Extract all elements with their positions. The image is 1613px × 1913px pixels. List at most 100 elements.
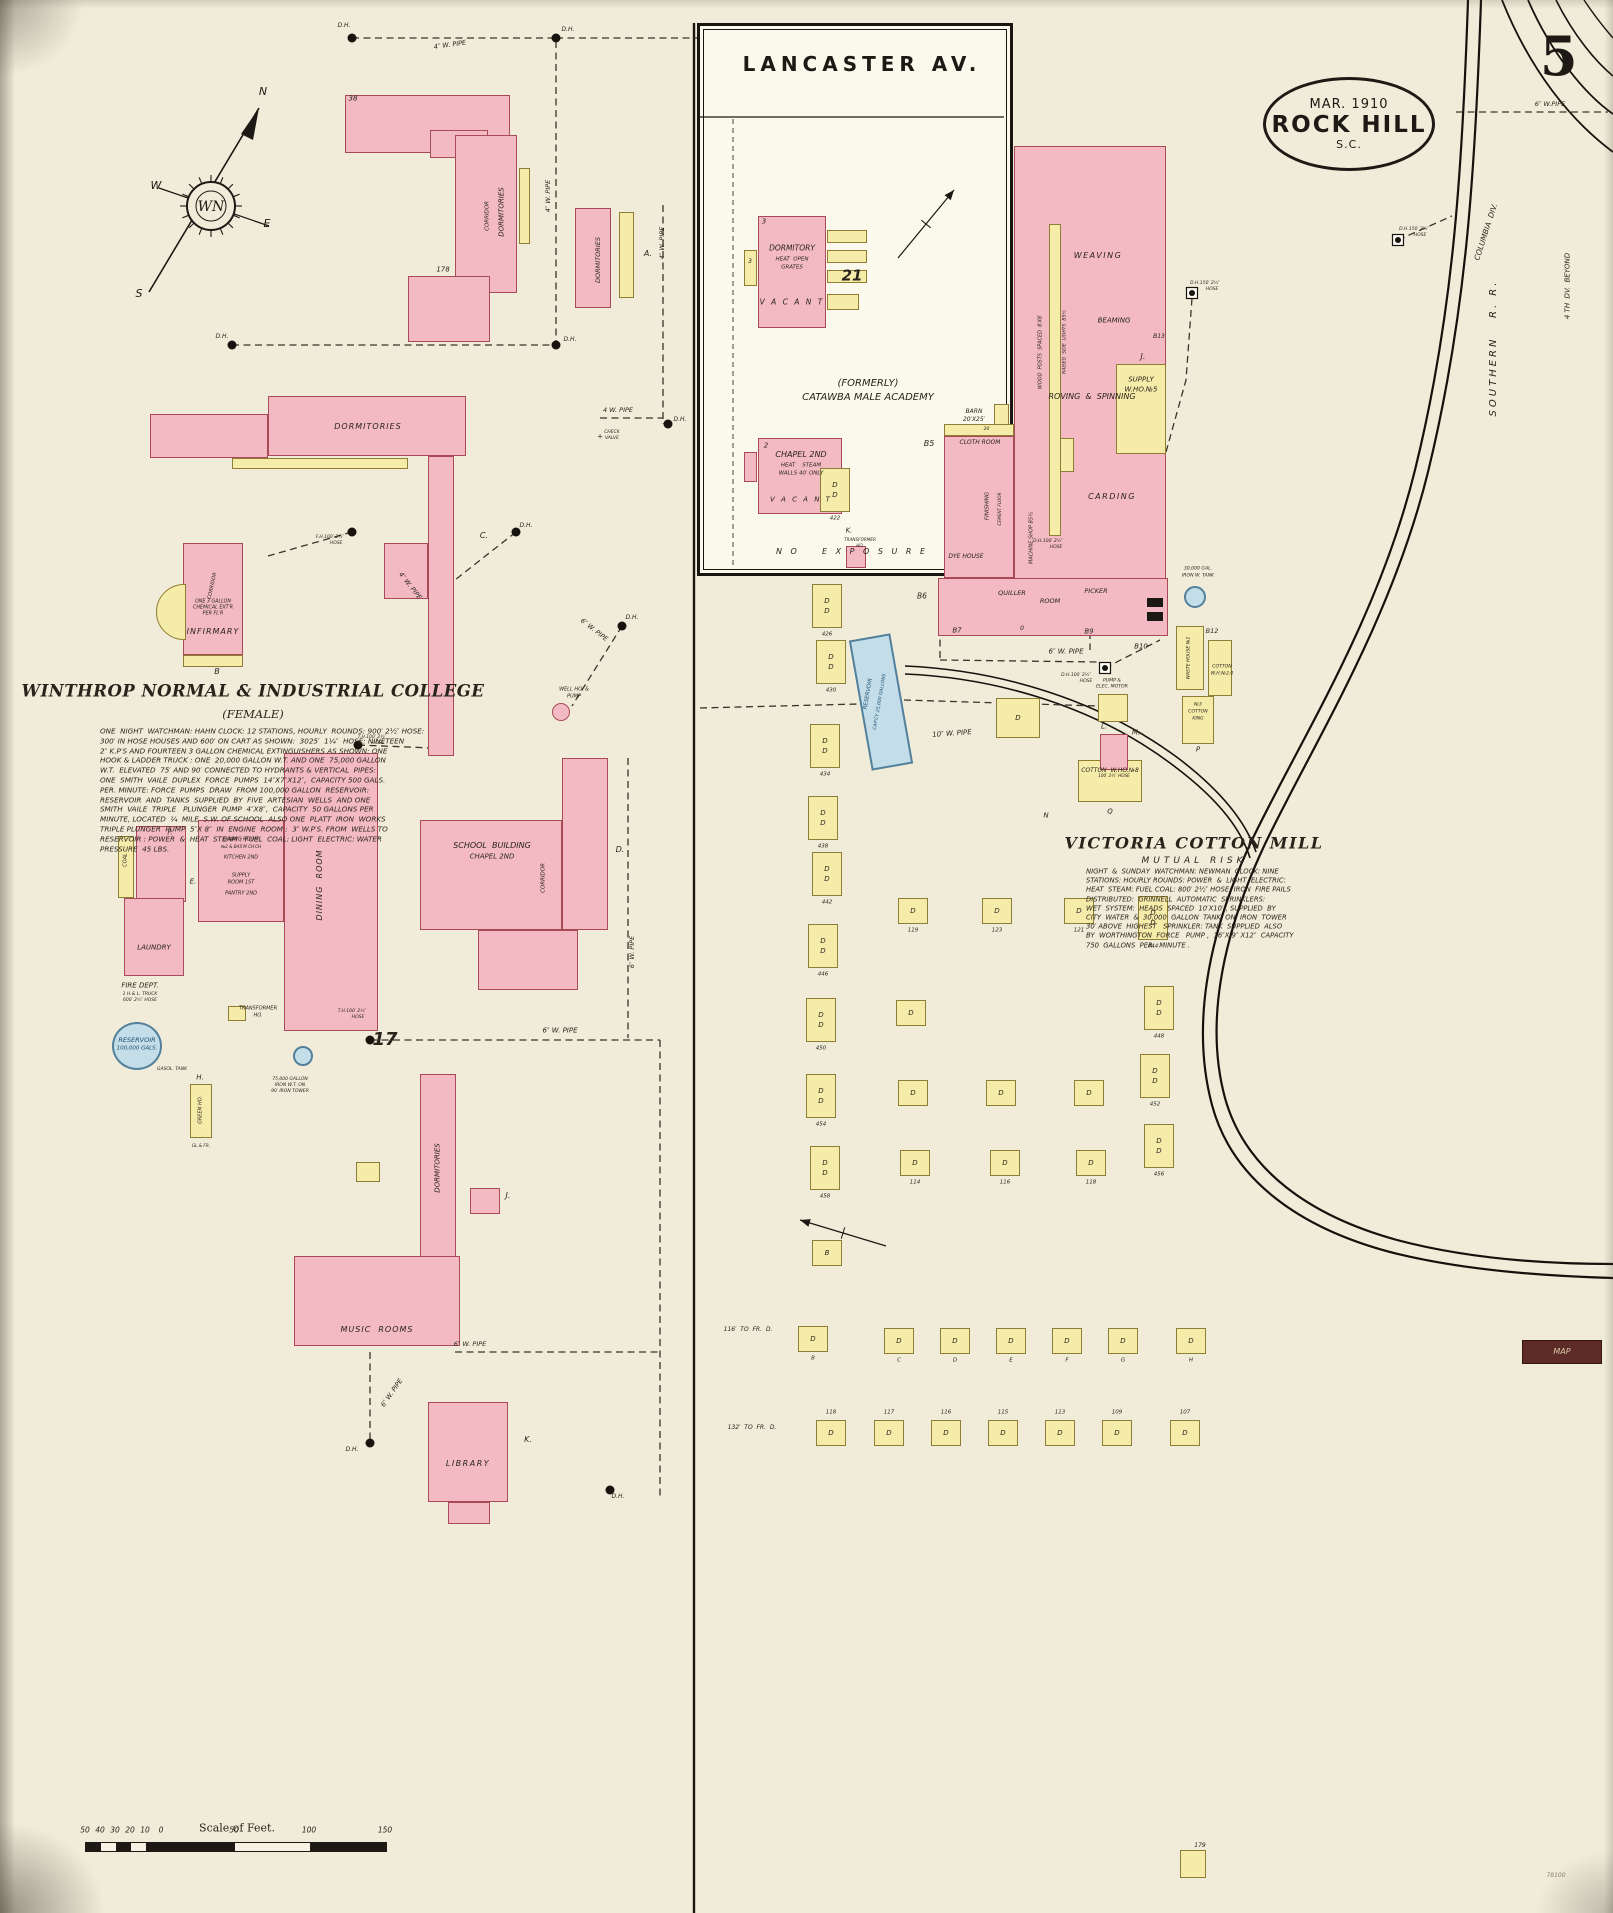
winthrop-description-line: ONE SMITH VAILE DUPLEX FORCE PUMPS 14″X7…	[100, 775, 386, 785]
map-label: COTTON W.HO.№8	[1081, 767, 1139, 774]
double-hydrant-dot	[347, 527, 357, 537]
railroad-track-main-track-outer	[1201, 0, 1613, 1280]
railroad-track-corner-arc-4	[1583, 0, 1613, 39]
victoria-description-line: 750 GALLONS PER. MINUTE .	[1086, 941, 1190, 950]
library-wing	[448, 1502, 490, 1524]
dwelling-house: D	[1170, 1420, 1200, 1446]
double-hydrant-dot	[347, 33, 357, 43]
winthrop-description-line: 2″ K.P′S AND FOURTEEN 3 GALLON CHEMICAL …	[100, 745, 388, 755]
map-label: DORMITORY	[769, 243, 815, 253]
house-number: 450	[815, 1045, 827, 1052]
dwelling-house: D	[1102, 1420, 1132, 1446]
map-label: DINING ROOM	[315, 849, 324, 921]
water-pipe-line	[1104, 639, 1161, 669]
scale-bar-segment	[235, 1843, 310, 1851]
map-label: CORRIDOR	[540, 863, 547, 893]
map-label: 1 H.& L. TRUCK	[122, 991, 158, 997]
map-label: 0	[1020, 625, 1024, 632]
map-label: F.H.100′ 2½″	[315, 534, 345, 540]
stamp-city: ROCK HILL	[1271, 112, 1427, 138]
map-label: WELL HO. &	[559, 686, 589, 693]
map-label: KING	[1192, 716, 1204, 722]
annex-building	[384, 543, 428, 599]
scale-bar-segment	[146, 1843, 162, 1851]
map-label: 3	[748, 258, 752, 265]
map-label: T.H.100′ 2½″	[337, 1008, 367, 1014]
double-hydrant-dot	[617, 621, 627, 631]
map-label: CHECK	[604, 429, 620, 435]
map-label: 20′X25′	[962, 416, 986, 423]
map-label: D.H.	[625, 614, 639, 621]
engine-boiler-house	[1100, 734, 1128, 770]
dormitory-strip-porch	[619, 212, 634, 298]
house-number: G	[1120, 1357, 1126, 1364]
inset-chapel-steps	[744, 452, 757, 482]
map-label: FIRE DEPT.	[121, 981, 159, 990]
corridor-spine	[428, 456, 454, 756]
house-number: 422	[829, 515, 841, 522]
picker-building	[938, 578, 1168, 636]
map-label: CHAPEL 2ND	[775, 450, 827, 459]
map-label: №3	[1194, 702, 1202, 708]
map-label: HOSE	[1413, 232, 1427, 238]
house-number: B	[811, 1355, 815, 1362]
map-label: MUSIC ROOMS	[340, 1325, 414, 1334]
map-label: CARDING	[1088, 492, 1136, 501]
house-number: 116	[999, 1179, 1011, 1186]
house-number: 117	[883, 1409, 895, 1416]
map-label: N	[1043, 811, 1049, 820]
map-label: N O E X P O S U R E	[776, 547, 928, 556]
map-label: 600′ 2½″ HOSE	[122, 997, 158, 1003]
map-label: P	[1195, 745, 1201, 754]
dormitories-porch	[232, 458, 408, 469]
scale-tick-label: 30	[110, 1825, 120, 1835]
building-178	[408, 276, 490, 342]
map-label: PUMP &	[1103, 678, 1121, 684]
map-label: ROVING & SPINNING	[1048, 392, 1136, 401]
inset-survey-arrow-tick	[921, 219, 931, 229]
map-label: B12	[1205, 626, 1219, 635]
map-label: 100,000 GALS.	[116, 1045, 158, 1052]
map-label: ROOM 1ST	[227, 879, 255, 886]
map-label: HEAT STEAM	[780, 462, 822, 469]
dwelling-house: D	[986, 1080, 1016, 1106]
dwelling-house: D	[996, 698, 1040, 738]
dwelling-house: D	[1052, 1328, 1082, 1354]
house-number: C	[897, 1357, 901, 1364]
dwelling-house: D	[988, 1420, 1018, 1446]
house-number: E	[1009, 1357, 1013, 1364]
inset-dormitory-wing1	[827, 230, 867, 243]
scale-bar-segment	[310, 1843, 386, 1851]
map-label: +	[597, 432, 603, 441]
map-label: HOSE	[1205, 286, 1219, 292]
map-label: VALVE	[605, 435, 619, 441]
hydrant-square-dot	[1395, 237, 1401, 243]
dwelling-house: D	[990, 1150, 1020, 1176]
winthrop-description-line: ONE NIGHT WATCHMAN: HAHN CLOCK: 12 STATI…	[100, 726, 425, 736]
dwelling-house: D D	[816, 640, 846, 684]
inset-dormitory-wing4	[827, 294, 859, 310]
dwelling-house: D D	[812, 584, 842, 628]
map-label: TRANSFORMER	[238, 1005, 278, 1012]
dwelling-house: D D	[806, 998, 836, 1042]
map-label: K.	[524, 1435, 532, 1444]
victoria-description-line: DISTRIBUTED: GRINNELL AUTOMATIC SPRINKLE…	[1086, 895, 1266, 904]
dwelling-house: B	[812, 1240, 842, 1266]
map-label: IRON W.T. ON	[274, 1082, 306, 1088]
publisher-stamp-text: MAP	[1553, 1347, 1571, 1356]
map-label: WEAVING	[1073, 251, 1123, 260]
scale-tick-label: 50	[80, 1825, 90, 1835]
map-label: 2	[763, 441, 769, 450]
music-annex	[470, 1188, 500, 1214]
compass-spike	[219, 227, 224, 235]
map-label: D.H.150′ 2½″	[1190, 280, 1220, 286]
map-label: HEAT OPEN	[775, 256, 809, 263]
cloth-room-porch	[944, 424, 1014, 436]
dwelling-house: D D	[1144, 986, 1174, 1030]
map-label: D.H.	[345, 1446, 359, 1453]
map-label: 178	[436, 265, 450, 274]
house-number: 121	[1073, 927, 1085, 934]
map-label: LIBRARY	[445, 1459, 491, 1468]
house-number: 458	[819, 1193, 831, 1200]
